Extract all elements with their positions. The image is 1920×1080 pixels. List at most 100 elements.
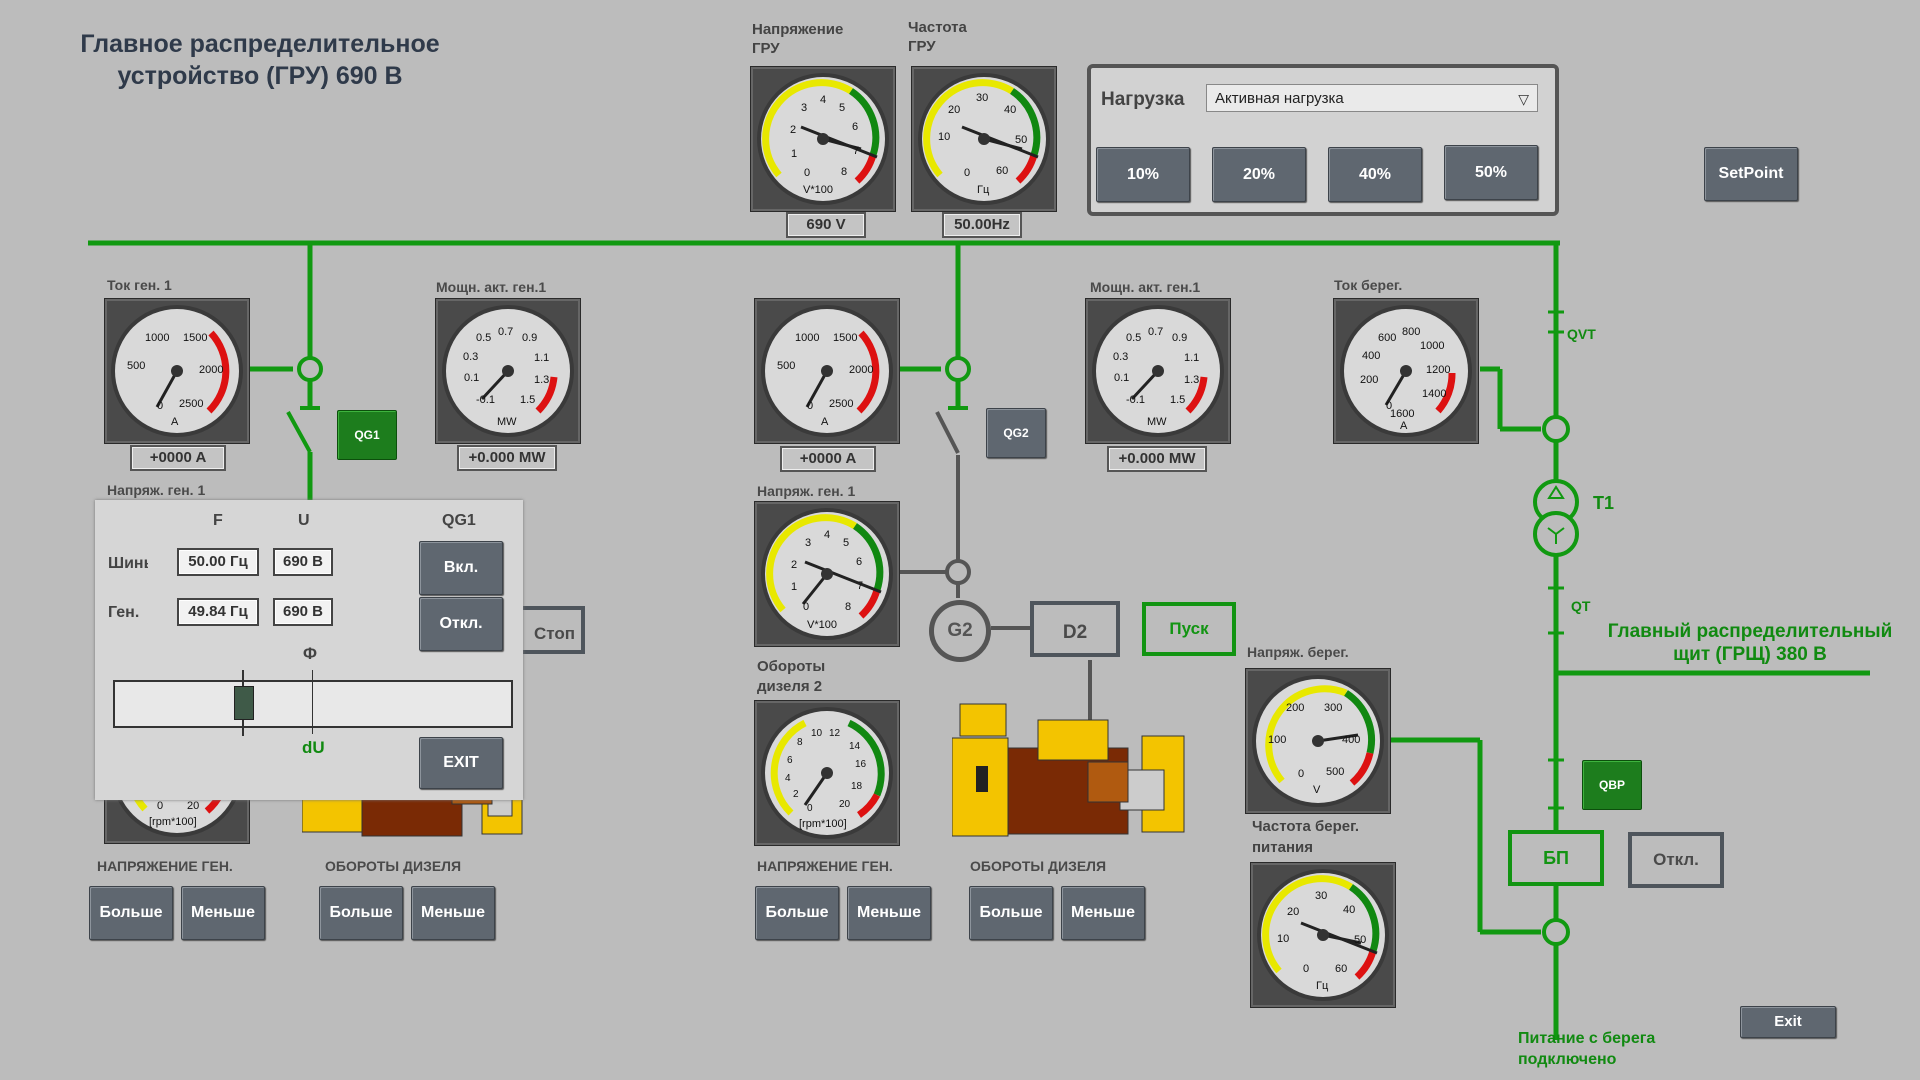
svg-text:0.3: 0.3: [1113, 351, 1128, 363]
svg-text:0.3: 0.3: [463, 351, 478, 363]
svg-text:18: 18: [851, 781, 863, 792]
svg-text:0.7: 0.7: [498, 326, 513, 338]
svg-text:500: 500: [777, 360, 795, 372]
svg-text:8: 8: [845, 601, 851, 613]
sync-gen-frequency: 49.84 Гц: [177, 598, 259, 626]
synchroscope-bar: [113, 680, 513, 728]
svg-text:500: 500: [127, 360, 145, 372]
svg-text:0: 0: [1386, 400, 1392, 412]
sync-off-button[interactable]: Откл.: [419, 597, 503, 651]
shore-breaker-qbp[interactable]: QBP: [1582, 760, 1642, 810]
svg-text:0: 0: [1298, 768, 1304, 780]
sync-gen-voltage: 690 В: [273, 598, 333, 626]
svg-text:300: 300: [1324, 702, 1342, 714]
svg-text:0: 0: [157, 800, 163, 812]
svg-text:2500: 2500: [829, 398, 853, 410]
svg-text:-0.1: -0.1: [476, 394, 495, 406]
svg-text:MW: MW: [1147, 416, 1167, 428]
gen2-power-readout: +0.000 MW: [1107, 446, 1207, 472]
svg-text:40: 40: [1004, 104, 1016, 116]
svg-text:1.3: 1.3: [534, 374, 549, 386]
gen2-rpm-less-button[interactable]: Меньше: [1061, 886, 1145, 940]
svg-text:A: A: [171, 416, 179, 428]
svg-text:1.5: 1.5: [520, 394, 535, 406]
svg-text:V*100: V*100: [807, 619, 837, 631]
svg-text:0.7: 0.7: [1148, 326, 1163, 338]
shore-power-bp-symbol: БП: [1508, 830, 1604, 886]
gen1-rpm-caption: ОБОРОТЫ ДИЗЕЛЯ: [325, 858, 462, 874]
gen1-rpm-less-button[interactable]: Меньше: [411, 886, 495, 940]
gen2-rpm-label: Обороты дизеля 2: [757, 658, 826, 695]
bus-voltage-readout: 690 V: [786, 212, 866, 238]
bus-frequency-readout: 50.00Hz: [942, 212, 1022, 238]
gen1-power-readout: +0.000 MW: [457, 445, 557, 471]
gen2-start-button[interactable]: Пуск: [1142, 602, 1236, 656]
svg-text:12: 12: [829, 728, 841, 739]
load-type-select[interactable]: Активная нагрузка ▽: [1206, 84, 1538, 112]
shore-off-button[interactable]: Откл.: [1628, 832, 1724, 888]
gen2-voltage-more-button[interactable]: Больше: [755, 886, 839, 940]
svg-text:30: 30: [976, 92, 988, 104]
svg-text:200: 200: [1286, 702, 1304, 714]
phi-label: Φ: [303, 644, 317, 663]
svg-text:1000: 1000: [795, 332, 819, 344]
svg-text:0: 0: [804, 167, 810, 179]
svg-text:10: 10: [1277, 933, 1289, 945]
svg-text:V: V: [1313, 784, 1321, 796]
load-10-button[interactable]: 10%: [1096, 147, 1190, 202]
svg-text:20: 20: [948, 104, 960, 116]
gen1-voltage-less-button[interactable]: Меньше: [181, 886, 265, 940]
load-label: Нагрузка: [1101, 89, 1185, 110]
svg-text:0.5: 0.5: [1126, 332, 1141, 344]
svg-text:1.1: 1.1: [1184, 352, 1199, 364]
gen1-current-label: Ток ген. 1: [107, 277, 172, 293]
svg-text:1000: 1000: [1420, 340, 1444, 352]
load-50-button[interactable]: 50%: [1444, 145, 1538, 200]
svg-text:1.5: 1.5: [1170, 394, 1185, 406]
sync-exit-button[interactable]: EXIT: [419, 737, 503, 789]
gen1-current-readout: +0000 A: [130, 445, 226, 471]
svg-text:7: 7: [853, 145, 859, 157]
setpoint-button[interactable]: SetPoint: [1704, 147, 1798, 201]
svg-text:0: 0: [964, 167, 970, 179]
shore-status-text: Питание с берега подключено: [1518, 1030, 1656, 1068]
gen2-diesel-symbol: D2: [1030, 601, 1120, 657]
svg-text:1400: 1400: [1422, 388, 1446, 400]
grsh-label: Главный распределительный щит (ГРЩ) 380 …: [1607, 621, 1893, 665]
gen2-voltage-less-button[interactable]: Меньше: [847, 886, 931, 940]
chevron-down-icon[interactable]: ▽: [1518, 91, 1529, 107]
svg-text:6: 6: [856, 556, 862, 568]
svg-text:8: 8: [841, 166, 847, 178]
svg-text:4: 4: [820, 94, 826, 106]
gen2-voltage-caption: НАПРЯЖЕНИЕ ГЕН.: [757, 858, 893, 874]
svg-text:[rpm*100]: [rpm*100]: [799, 818, 847, 830]
svg-text:60: 60: [1335, 963, 1347, 975]
synchroscope-center-line: [312, 670, 313, 734]
svg-text:4: 4: [785, 773, 791, 784]
gen1-voltage-more-button[interactable]: Больше: [89, 886, 173, 940]
gen1-rpm-more-button[interactable]: Больше: [319, 886, 403, 940]
load-40-button[interactable]: 40%: [1328, 147, 1422, 202]
exit-button[interactable]: Exit: [1740, 1006, 1836, 1038]
gen1-breaker-qg1[interactable]: QG1: [337, 410, 397, 460]
sync-on-button[interactable]: Вкл.: [419, 541, 503, 595]
sync-popup: F U QG1 Шины Ген. 50.00 Гц 690 В 49.84 Г…: [95, 500, 523, 800]
sync-bus-frequency: 50.00 Гц: [177, 548, 259, 576]
svg-text:0: 0: [807, 400, 813, 412]
svg-text:10: 10: [811, 728, 823, 739]
gen1-voltage-label: Напряж. ген. 1: [107, 482, 206, 498]
svg-text:0: 0: [807, 803, 813, 814]
synchroscope-pointer[interactable]: [234, 686, 254, 720]
svg-text:6: 6: [852, 121, 858, 133]
svg-text:5: 5: [839, 102, 845, 114]
gen2-rpm-more-button[interactable]: Больше: [969, 886, 1053, 940]
gen2-breaker-qg2[interactable]: QG2: [986, 408, 1046, 458]
load-20-button[interactable]: 20%: [1212, 147, 1306, 202]
svg-text:10: 10: [938, 131, 950, 143]
